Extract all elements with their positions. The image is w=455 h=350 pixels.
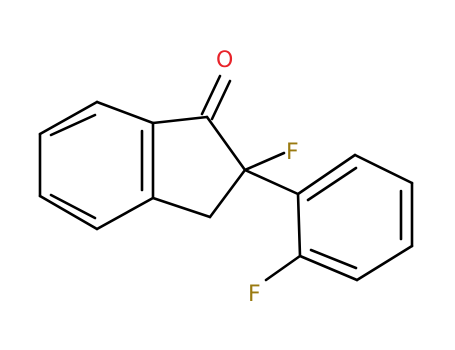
cyclopentanone-ring xyxy=(151,115,247,219)
carbonyl-bond-a xyxy=(200,74,222,116)
bond-c5-c4-double-inner xyxy=(49,193,97,220)
alpha-fluorine-label: F xyxy=(286,140,299,165)
bond-c5-c4 xyxy=(38,194,99,231)
carbonyl-group xyxy=(200,74,232,121)
bond-c7-c6 xyxy=(38,100,99,136)
bond-c2-fluorine xyxy=(243,151,286,172)
fluorophenyl-ring xyxy=(296,153,414,282)
bond-c7a-c7 xyxy=(95,100,155,125)
bond-c7a-c1 xyxy=(151,115,209,125)
carbonyl-bond-b xyxy=(210,79,232,121)
bond-ar6-fluorine xyxy=(264,254,302,282)
bond-ar5-ar6 xyxy=(298,254,359,282)
bond-c7-c6-double-inner xyxy=(49,113,97,137)
bond-ar2-ar3 xyxy=(353,153,414,185)
bond-ar5-ar6-double-inner xyxy=(309,248,358,270)
bond-ar1-ar2 xyxy=(296,153,357,196)
bond-ar6-ar1 xyxy=(296,192,302,258)
bond-c3-c3a xyxy=(151,196,212,219)
bond-c2-c3 xyxy=(208,168,247,219)
bond-ar4-ar5 xyxy=(355,244,414,282)
ortho-fluorine-label: F xyxy=(248,282,261,307)
bond-c2-aryl xyxy=(243,168,300,196)
bond-c1-c2 xyxy=(205,115,247,172)
fused-benzene-ring xyxy=(38,100,155,231)
bond-ar1-ar2-double-inner xyxy=(306,166,358,202)
oxygen-atom-label: O xyxy=(216,48,233,73)
bond-c4-c3a xyxy=(95,196,155,231)
